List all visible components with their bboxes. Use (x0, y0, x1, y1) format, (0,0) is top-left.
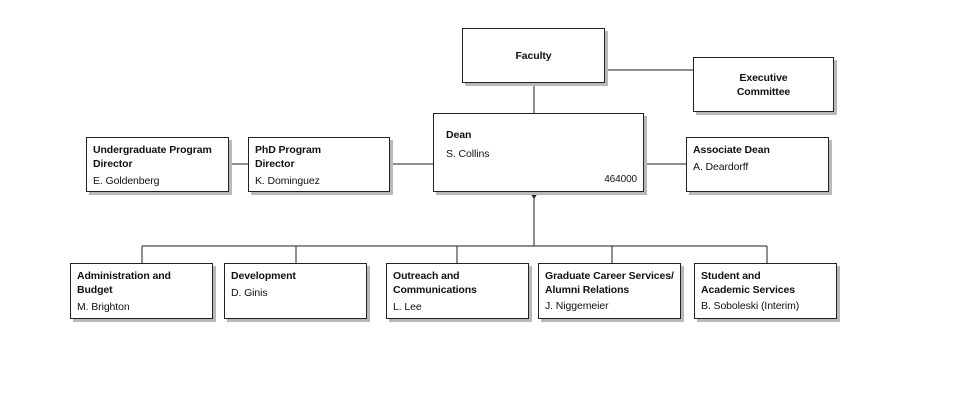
faculty-title: Faculty (515, 49, 552, 62)
associate-dean-name: A. Deardorff (693, 161, 749, 173)
unit-box-administration: Administration and Budget M. Brighton (70, 263, 213, 319)
unit-box-student-services: Student and Academic Services B. Soboles… (694, 263, 837, 319)
unit-box-outreach: Outreach and Communications L. Lee (386, 263, 529, 319)
arrow-down-icon (530, 193, 538, 199)
unit-title: Graduate Career Services/ Alumni Relatio… (545, 270, 674, 296)
unit-name: D. Ginis (231, 287, 268, 299)
dean-code: 464000 (604, 174, 637, 185)
undergrad-director-box: Undergraduate Program Director E. Golden… (86, 137, 229, 192)
faculty-box: Faculty (462, 28, 605, 83)
dean-box: Dean S. Collins 464000 (433, 113, 644, 192)
dean-name: S. Collins (446, 148, 490, 160)
unit-name: J. Niggemeier (545, 300, 609, 312)
executive-committee-box: Executive Committee (693, 57, 834, 112)
phd-director-name: K. Dominguez (255, 175, 320, 187)
unit-title: Administration and Budget (77, 270, 171, 296)
dean-title: Dean (446, 129, 472, 141)
unit-title: Outreach and Communications (393, 270, 477, 296)
executive-committee-title: Executive Committee (736, 71, 791, 98)
unit-name: B. Soboleski (Interim) (701, 300, 800, 312)
undergrad-director-title: Undergraduate Program Director (93, 144, 212, 170)
associate-dean-title: Associate Dean (693, 144, 770, 156)
unit-box-career-services: Graduate Career Services/ Alumni Relatio… (538, 263, 681, 319)
unit-box-development: Development D. Ginis (224, 263, 367, 319)
unit-title: Student and Academic Services (701, 270, 796, 296)
undergrad-director-name: E. Goldenberg (93, 175, 160, 187)
unit-name: L. Lee (393, 301, 422, 313)
unit-title: Development (231, 270, 296, 282)
phd-director-box: PhD Program Director K. Dominguez (248, 137, 390, 192)
phd-director-title: PhD Program Director (255, 144, 321, 170)
unit-name: M. Brighton (77, 301, 130, 313)
associate-dean-box: Associate Dean A. Deardorff (686, 137, 829, 192)
